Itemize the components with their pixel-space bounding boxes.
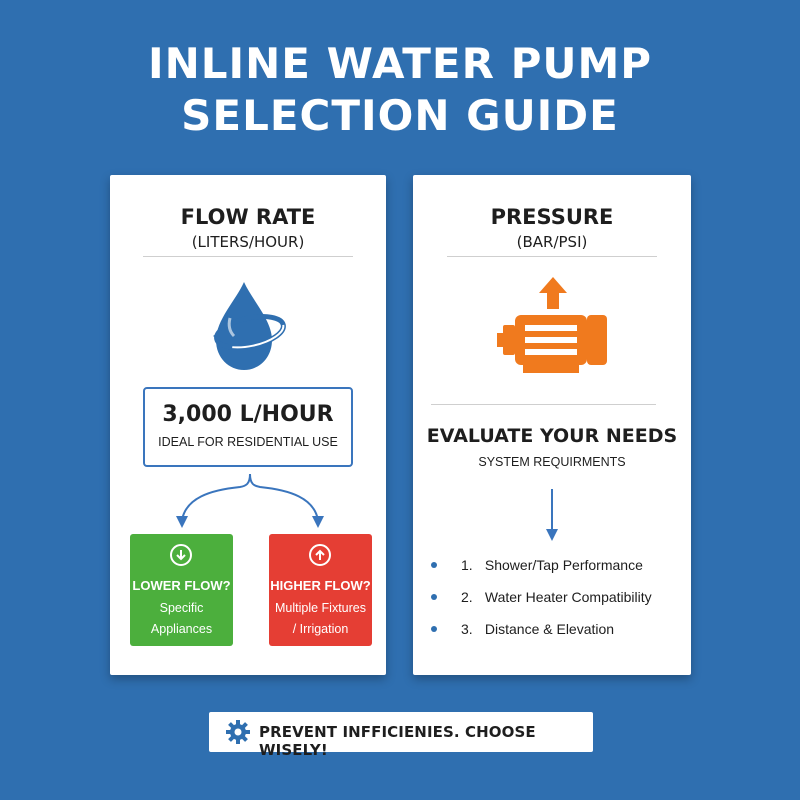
title-line-2: SELECTION GUIDE bbox=[181, 91, 619, 140]
list-text: Shower/Tap Performance bbox=[484, 557, 643, 573]
flow-divider bbox=[143, 256, 353, 257]
flow-rate-title: FLOW RATE bbox=[180, 205, 316, 229]
higher-flow-line-1: Multiple Fixtures bbox=[275, 601, 366, 615]
higher-flow-option: HIGHER FLOW? Multiple Fixtures / Irrigat… bbox=[269, 534, 372, 646]
gear-icon bbox=[226, 720, 250, 744]
title-line-1: INLINE WATER PUMP bbox=[147, 39, 653, 88]
list-item: 3. Distance & Elevation bbox=[431, 619, 652, 651]
list-item: 1. Shower/Tap Performance bbox=[431, 555, 652, 587]
pressure-divider-top bbox=[447, 256, 657, 257]
flow-note: IDEAL FOR RESIDENTIAL USE bbox=[158, 435, 338, 449]
list-number: 3. bbox=[461, 621, 473, 637]
lower-flow-heading: LOWER FLOW? bbox=[132, 578, 231, 593]
branch-arrows bbox=[176, 473, 324, 528]
footer-banner: PREVENT INFFICIENIES. CHOOSE WISELY! bbox=[209, 712, 593, 759]
bullet-icon bbox=[431, 594, 437, 600]
flow-value-box: 3,000 L/HOUR IDEAL FOR RESIDENTIAL USE bbox=[143, 387, 353, 467]
banner-text: PREVENT INFFICIENIES. CHOOSE WISELY! bbox=[259, 723, 536, 759]
flow-rate-subtitle: (LITERS/HOUR) bbox=[191, 233, 305, 251]
evaluate-subheading: SYSTEM REQUIRMENTS bbox=[478, 455, 626, 469]
flow-rate-card: FLOW RATE (LITERS/HOUR) 3,000 L/HOUR IDE… bbox=[110, 175, 386, 675]
pump-motor-icon bbox=[495, 275, 610, 385]
bullet-icon bbox=[431, 626, 437, 632]
list-item: 2. Water Heater Compatibility bbox=[431, 587, 652, 619]
evaluate-heading: EVALUATE YOUR NEEDS bbox=[426, 425, 678, 447]
arrow-up-circle-icon bbox=[309, 544, 331, 566]
needs-list: 1. Shower/Tap Performance 2. Water Heate… bbox=[431, 555, 652, 651]
bullet-icon bbox=[431, 562, 437, 568]
list-number: 2. bbox=[461, 589, 473, 605]
higher-flow-heading: HIGHER FLOW? bbox=[270, 578, 371, 593]
pressure-subtitle: (BAR/PSI) bbox=[516, 233, 588, 251]
list-number: 1. bbox=[461, 557, 473, 573]
list-text: Water Heater Compatibility bbox=[484, 589, 652, 605]
pressure-divider-mid bbox=[431, 404, 656, 405]
down-arrow bbox=[546, 489, 558, 541]
flow-value: 3,000 L/HOUR bbox=[162, 402, 334, 427]
water-drop-cycle-icon bbox=[208, 278, 292, 374]
page-title: INLINE WATER PUMP SELECTION GUIDE bbox=[0, 38, 800, 142]
higher-flow-line-2: / Irrigation bbox=[292, 622, 349, 636]
lower-flow-line-1: Specific bbox=[159, 601, 204, 615]
lower-flow-line-2: Appliances bbox=[150, 622, 213, 636]
lower-flow-option: LOWER FLOW? Specific Appliances bbox=[130, 534, 233, 646]
list-text: Distance & Elevation bbox=[484, 621, 615, 637]
pressure-title: PRESSURE bbox=[490, 205, 614, 229]
arrow-down-circle-icon bbox=[170, 544, 192, 566]
pressure-card: PRESSURE (BAR/PSI) EVALUATE YOUR NEEDS S… bbox=[413, 175, 691, 675]
